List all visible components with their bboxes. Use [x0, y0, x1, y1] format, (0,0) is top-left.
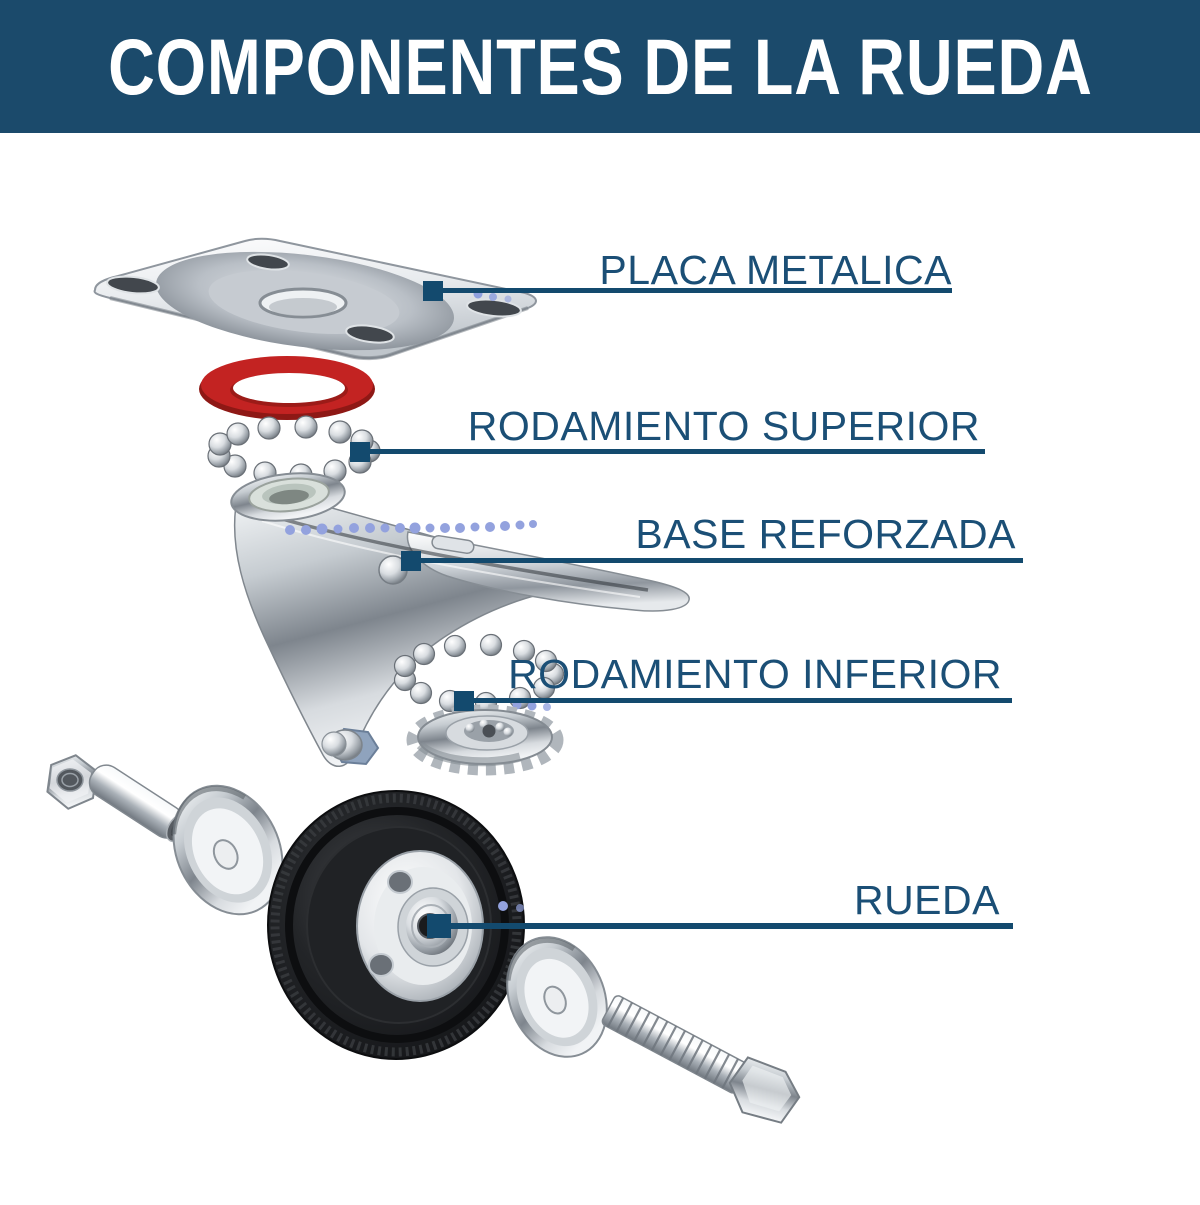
- label-rodamiento-inferior: RODAMIENTO INFERIOR: [508, 651, 1002, 697]
- header-banner: COMPONENTES DE LA RUEDA: [0, 0, 1200, 133]
- accent-dots-wheel: [498, 901, 524, 912]
- leader-marker-icon: [454, 690, 474, 711]
- label-rodamiento-superior: RODAMIENTO SUPERIOR: [467, 403, 980, 449]
- leader-marker-icon: [427, 914, 451, 938]
- axle-bolt-illustration: [601, 995, 801, 1124]
- seal-ring-illustration: [199, 356, 375, 420]
- hex-nut-illustration: [46, 754, 98, 810]
- hub-washer-right-illustration: [505, 936, 608, 1058]
- leader-marker-icon: [350, 441, 370, 462]
- leader-rueda: [427, 914, 1013, 938]
- bearing-race-illustration: [406, 704, 564, 776]
- wheel-illustration: [267, 790, 525, 1060]
- hub-washer-left-illustration: [171, 784, 284, 916]
- metal-plate-illustration: [93, 237, 537, 361]
- leader-base-reforzada: [401, 550, 1023, 571]
- leader-marker-icon: [401, 550, 421, 571]
- accent-dots-fork: [285, 520, 537, 535]
- leader-marker-icon: [423, 280, 443, 301]
- leader-rodamiento-superior: [350, 441, 985, 462]
- label-rueda: RUEDA: [853, 877, 1000, 923]
- label-base-reforzada: BASE REFORZADA: [635, 511, 1016, 557]
- label-placa-metalica: PLACA METALICA: [599, 247, 952, 293]
- leader-rodamiento-inferior: [454, 690, 1012, 711]
- leader-placa-metalica: [423, 280, 952, 301]
- page-title: COMPONENTES DE LA RUEDA: [107, 21, 1093, 111]
